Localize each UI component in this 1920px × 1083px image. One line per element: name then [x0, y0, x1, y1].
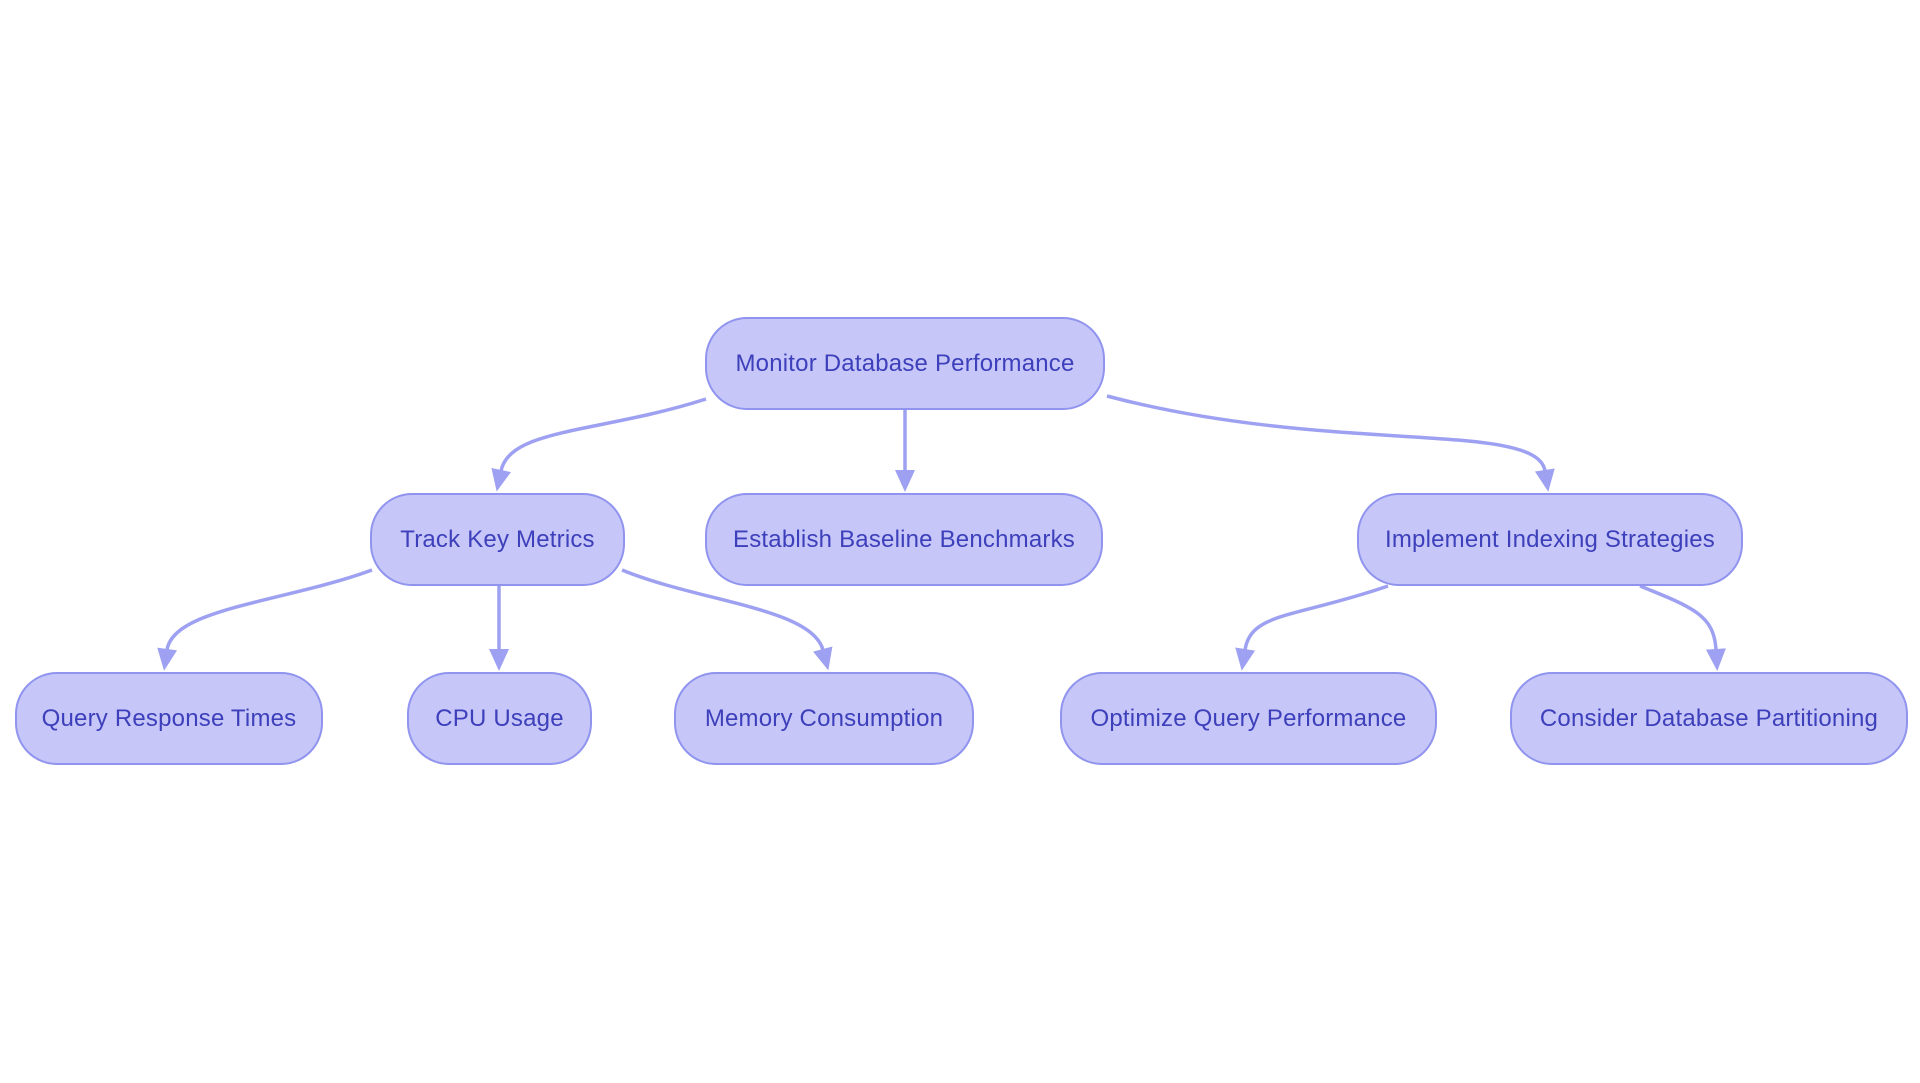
node-label: Query Response Times: [41, 704, 297, 732]
edge-monitor-indexing: [1106, 394, 1555, 492]
node-implement-indexing-strategies[interactable]: Implement Indexing Strategies: [1357, 493, 1743, 586]
node-optimize-query-performance[interactable]: Optimize Query Performance: [1060, 672, 1437, 765]
node-label: Implement Indexing Strategies: [1385, 525, 1715, 553]
node-consider-database-partitioning[interactable]: Consider Database Partitioning: [1510, 672, 1908, 765]
node-query-response-times[interactable]: Query Response Times: [15, 672, 323, 765]
edge-track-query: [157, 568, 373, 671]
node-label: Track Key Metrics: [400, 525, 595, 553]
node-label: Consider Database Partitioning: [1539, 704, 1879, 732]
edge-indexing-partition: [1639, 584, 1726, 671]
node-label: Monitor Database Performance: [735, 349, 1075, 377]
node-monitor-database-performance[interactable]: Monitor Database Performance: [705, 317, 1105, 410]
edge-indexing-optimize: [1235, 584, 1389, 671]
node-label: Memory Consumption: [704, 704, 944, 732]
node-track-key-metrics[interactable]: Track Key Metrics: [370, 493, 625, 586]
node-label: CPU Usage: [435, 704, 564, 732]
node-establish-baseline-benchmarks[interactable]: Establish Baseline Benchmarks: [705, 493, 1103, 586]
node-label: Optimize Query Performance: [1090, 704, 1407, 732]
node-cpu-usage[interactable]: CPU Usage: [407, 672, 592, 765]
node-label: Establish Baseline Benchmarks: [733, 525, 1075, 553]
node-memory-consumption[interactable]: Memory Consumption: [674, 672, 974, 765]
edge-monitor-track: [491, 397, 707, 492]
